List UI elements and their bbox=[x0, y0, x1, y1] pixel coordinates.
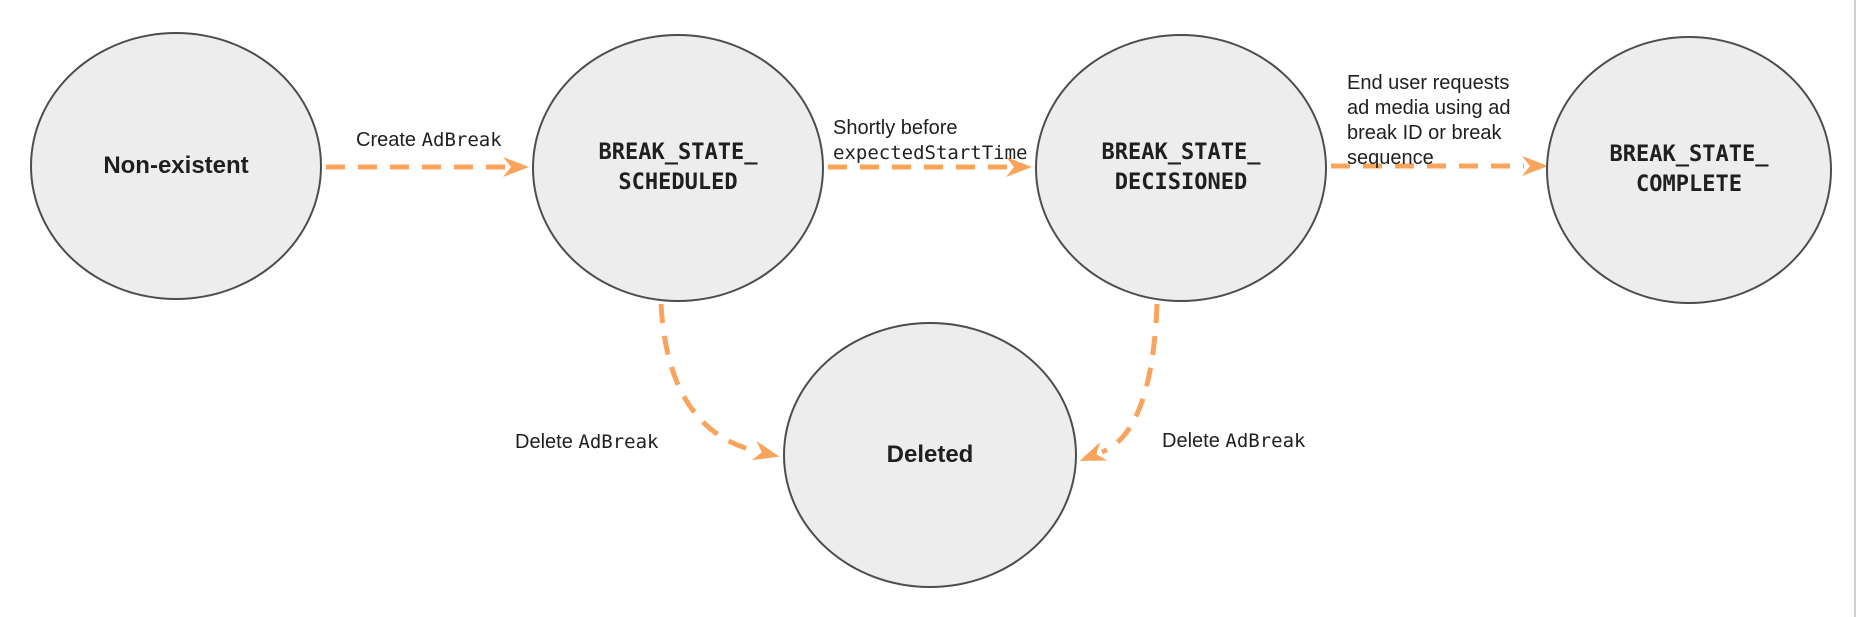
arrow-delete-adbreak-from-decisioned bbox=[1079, 303, 1160, 461]
state-label: BREAK_STATE_ COMPLETE bbox=[1609, 142, 1769, 197]
state-label: Deleted bbox=[886, 441, 974, 468]
label-text-mono: AdBreak bbox=[578, 431, 659, 453]
state-node-deleted: Deleted bbox=[783, 322, 1077, 588]
label-text-sans: Shortly before bbox=[833, 117, 958, 139]
state-label: BREAK_STATE_ SCHEDULED bbox=[598, 140, 758, 195]
transition-label-end-user-requests: End user requests ad media using ad brea… bbox=[1347, 46, 1510, 171]
transition-label-create-adbreak: Create AdBreak bbox=[356, 103, 502, 153]
state-label: BREAK_STATE_ DECISIONED bbox=[1101, 140, 1261, 195]
transition-label-delete-adbreak-right: Delete AdBreak bbox=[1162, 404, 1305, 454]
transition-label-shortly-before: Shortly before expectedStartTime bbox=[833, 91, 1027, 191]
label-text-sans: Delete bbox=[1162, 430, 1226, 452]
state-node-non-existent: Non-existent bbox=[30, 32, 322, 300]
label-text-sans: Delete bbox=[515, 431, 579, 453]
state-node-break-state-complete: BREAK_STATE_ COMPLETE bbox=[1546, 36, 1832, 304]
transition-label-delete-adbreak-left: Delete AdBreak bbox=[515, 405, 658, 455]
page-edge-divider bbox=[1854, 0, 1856, 617]
state-node-break-state-scheduled: BREAK_STATE_ SCHEDULED bbox=[532, 34, 824, 302]
label-text-sans: Create bbox=[356, 129, 422, 151]
label-text-sans: End user requests ad media using ad brea… bbox=[1347, 72, 1511, 169]
label-text-mono: AdBreak bbox=[421, 129, 502, 151]
label-text-mono: expectedStartTime bbox=[833, 142, 1028, 164]
label-text-mono: AdBreak bbox=[1225, 430, 1306, 452]
arrow-delete-adbreak-from-scheduled bbox=[658, 303, 780, 461]
state-node-break-state-decisioned: BREAK_STATE_ DECISIONED bbox=[1035, 34, 1327, 302]
state-label: Non-existent bbox=[103, 152, 249, 179]
